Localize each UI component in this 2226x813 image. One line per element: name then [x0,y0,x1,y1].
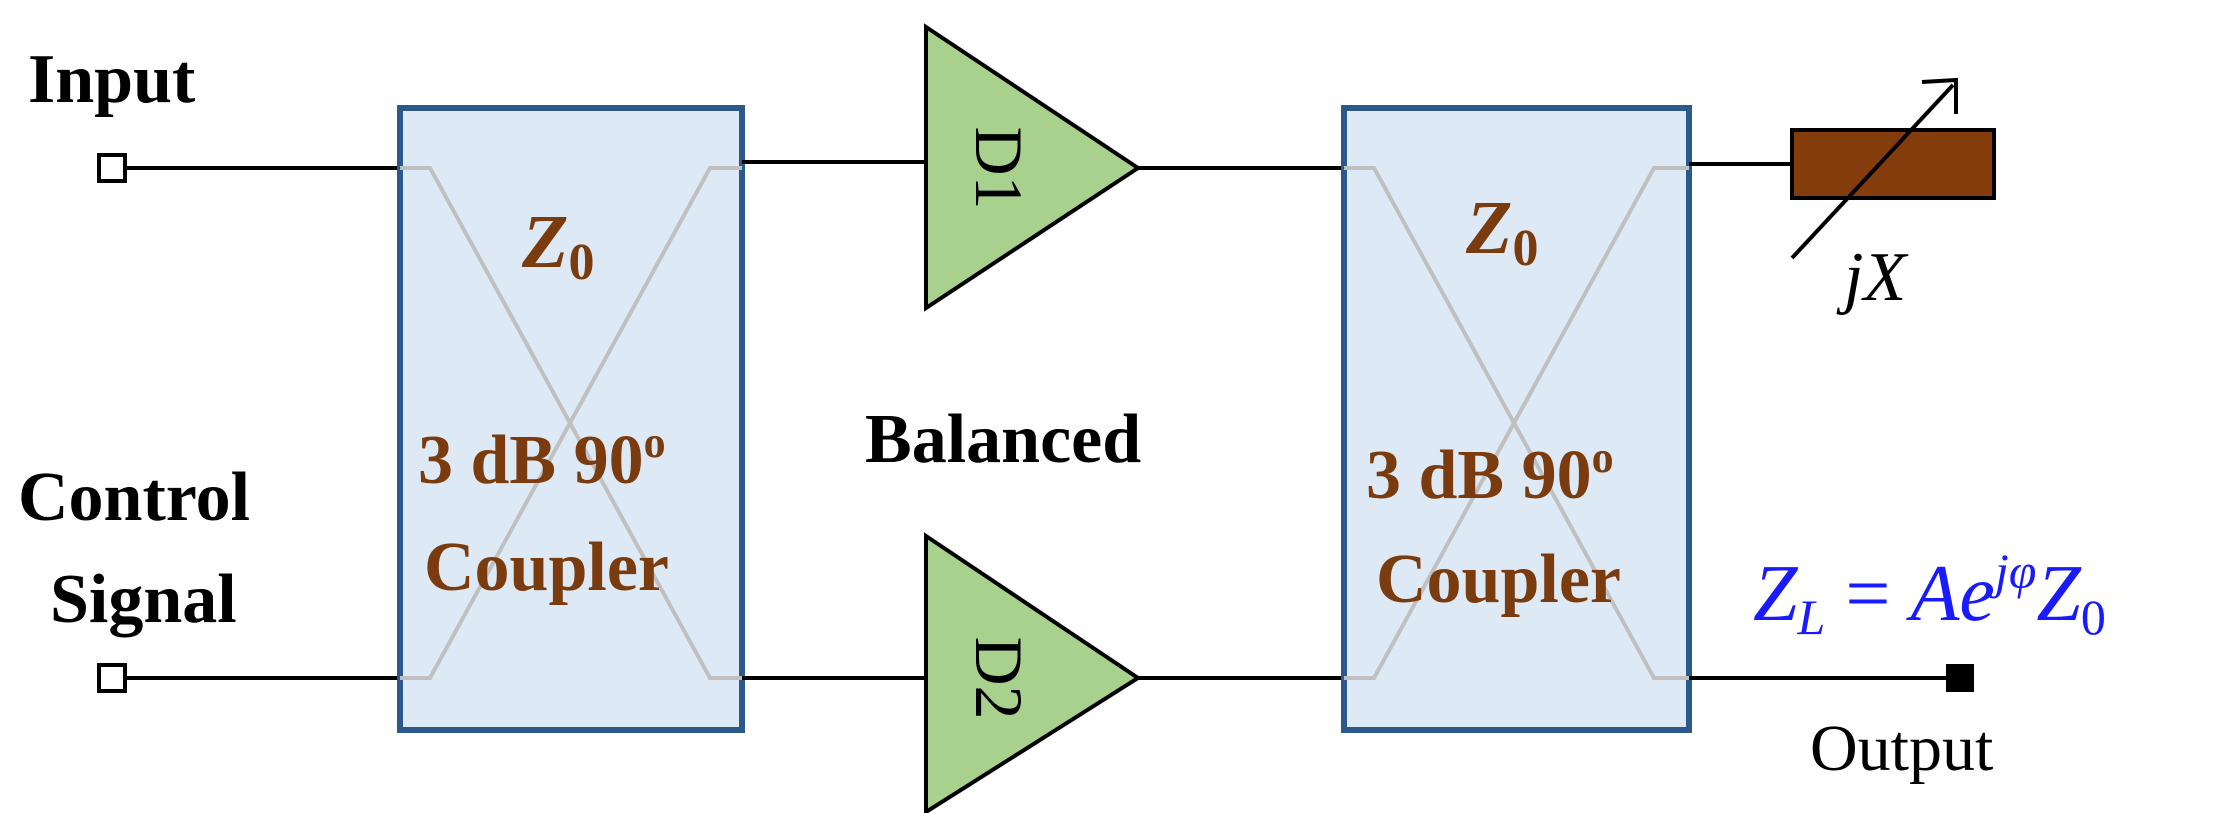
input-port [97,153,400,183]
coupler-1-impedance: Z0 [521,200,594,291]
input-label: Input [28,41,195,118]
control-label-line2: Signal [50,561,237,638]
amplifier-d1-label: D1 [961,126,1037,209]
control-label-line1: Control [18,459,250,536]
variable-arrow-icon [1790,83,1955,260]
balanced-label: Balanced [865,401,1141,478]
amplifier-d2-label: D2 [961,636,1037,719]
coupler-1-subtitle: Coupler [424,529,669,606]
amplifier-d1: D1 [924,23,1142,312]
output-label: Output [1810,712,1993,785]
amplifier-d2: D2 [924,532,1142,813]
coupler-1-title: 3 dB 90o [418,418,666,499]
load-impedance-equation: ZL = AejφZ0 [1753,543,2106,645]
coupler-2: Z0 3 dB 90o Coupler [1341,105,1692,733]
coupler-2-title: 3 dB 90o [1366,433,1614,514]
coupler-2-subtitle: Coupler [1376,541,1621,618]
output-port [1689,664,1974,692]
coupler-1: Z0 3 dB 90o Coupler [397,105,745,733]
reactance-label: jX [1836,239,1909,316]
variable-reactance-load [1689,77,1996,260]
coupler-2-impedance: Z0 [1465,186,1538,277]
control-port [97,663,400,693]
